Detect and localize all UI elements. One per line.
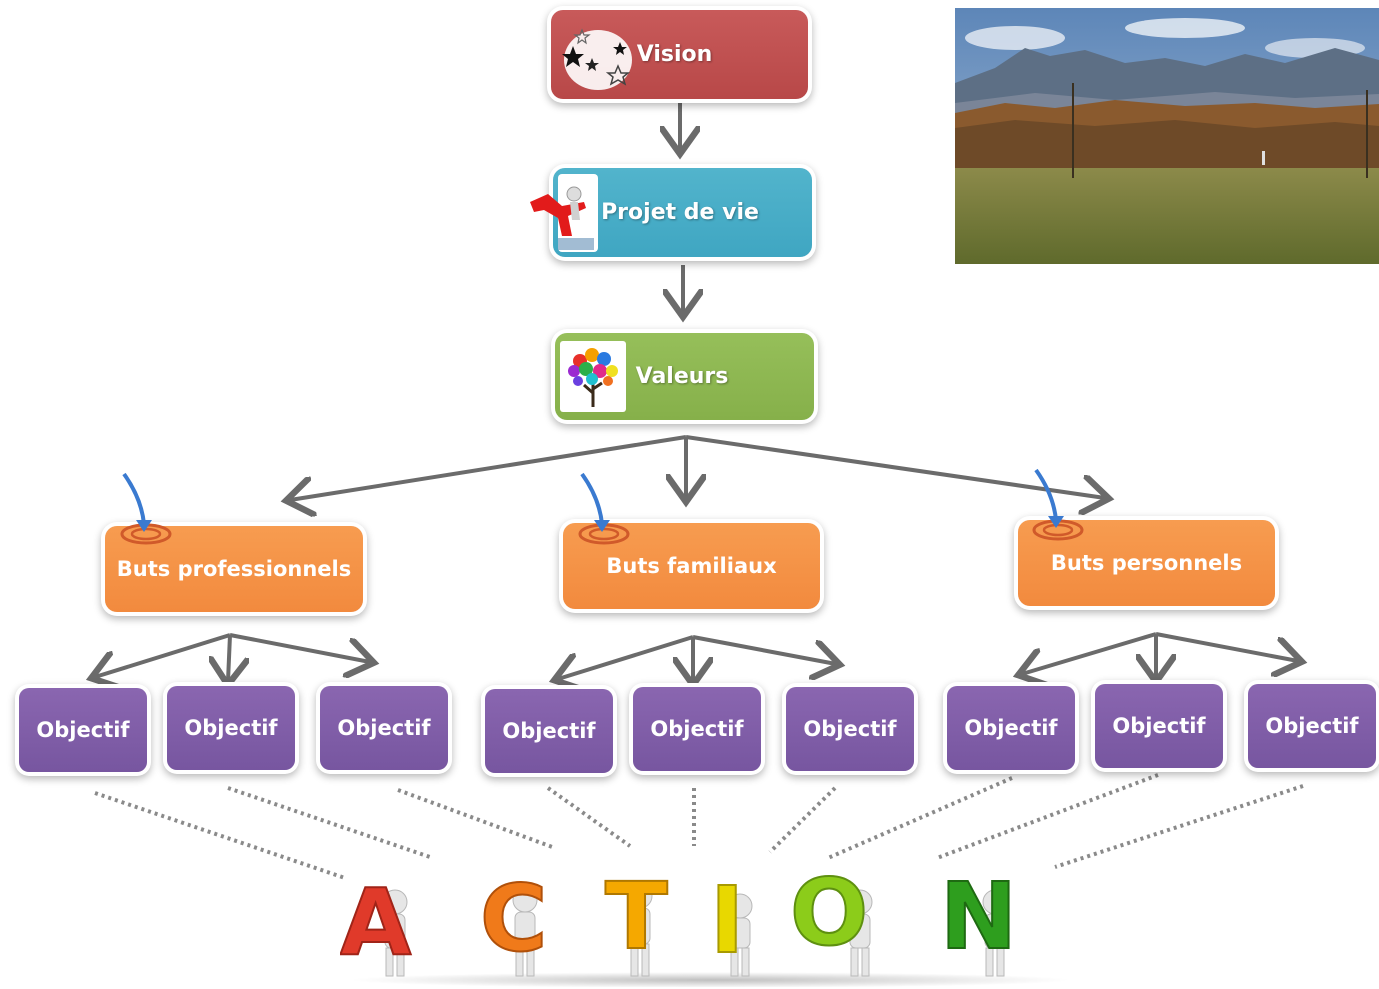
target-arrow-icon <box>1032 468 1084 541</box>
arrow-valeurs-perso <box>685 435 1105 498</box>
action-letter: A <box>340 869 411 976</box>
objectif-box: Objectif <box>947 686 1075 770</box>
action-letter: C <box>480 865 548 972</box>
objectif-box: Objectif <box>19 688 147 772</box>
buts-familiaux-box: Buts familiaux <box>563 523 820 609</box>
objectif-label: Objectif <box>1265 714 1359 738</box>
landscape-photo <box>955 8 1379 264</box>
objectif-box: Objectif <box>320 686 448 770</box>
action-letter: I <box>710 867 744 974</box>
objectif-label: Objectif <box>502 719 596 743</box>
arrow-valeurs-pro <box>290 435 687 500</box>
action-letter: N <box>940 863 1017 970</box>
objectif-box: Objectif <box>786 687 914 771</box>
objectif-label: Objectif <box>803 717 897 741</box>
projet-de-vie-label: Projet de vie <box>601 200 759 225</box>
target-arrow-icon <box>120 472 172 545</box>
dotted-lines-to-action <box>94 773 1304 880</box>
colorful-tree-icon <box>560 341 626 412</box>
objectif-label: Objectif <box>184 716 278 740</box>
objectif-box: Objectif <box>1095 684 1223 768</box>
buts-familiaux-label: Buts familiaux <box>606 554 777 578</box>
buts-professionnels-label: Buts professionnels <box>116 557 352 581</box>
buts-personnels-label: Buts personnels <box>1050 551 1243 575</box>
action-letter: O <box>790 862 868 966</box>
stars-icon <box>562 28 632 90</box>
objectif-label: Objectif <box>650 717 744 741</box>
objectif-box: Objectif <box>1248 684 1376 768</box>
objectif-label: Objectif <box>1112 714 1206 738</box>
vision-label: Vision <box>636 42 713 67</box>
objectif-label: Objectif <box>964 716 1058 740</box>
objectif-box: Objectif <box>167 686 295 770</box>
buts-professionnels-box: Buts professionnels <box>105 526 363 612</box>
target-arrow-icon <box>578 472 630 545</box>
objectif-label: Objectif <box>337 716 431 740</box>
action-illustration: A C T I O N <box>340 862 1070 987</box>
objectif-label: Objectif <box>36 718 130 742</box>
objectif-box: Objectif <box>633 687 761 771</box>
objectif-box: Objectif <box>485 689 613 773</box>
action-letter: T <box>605 863 668 970</box>
jumping-figure-graphic <box>530 186 594 250</box>
valeurs-label: Valeurs <box>635 364 729 389</box>
